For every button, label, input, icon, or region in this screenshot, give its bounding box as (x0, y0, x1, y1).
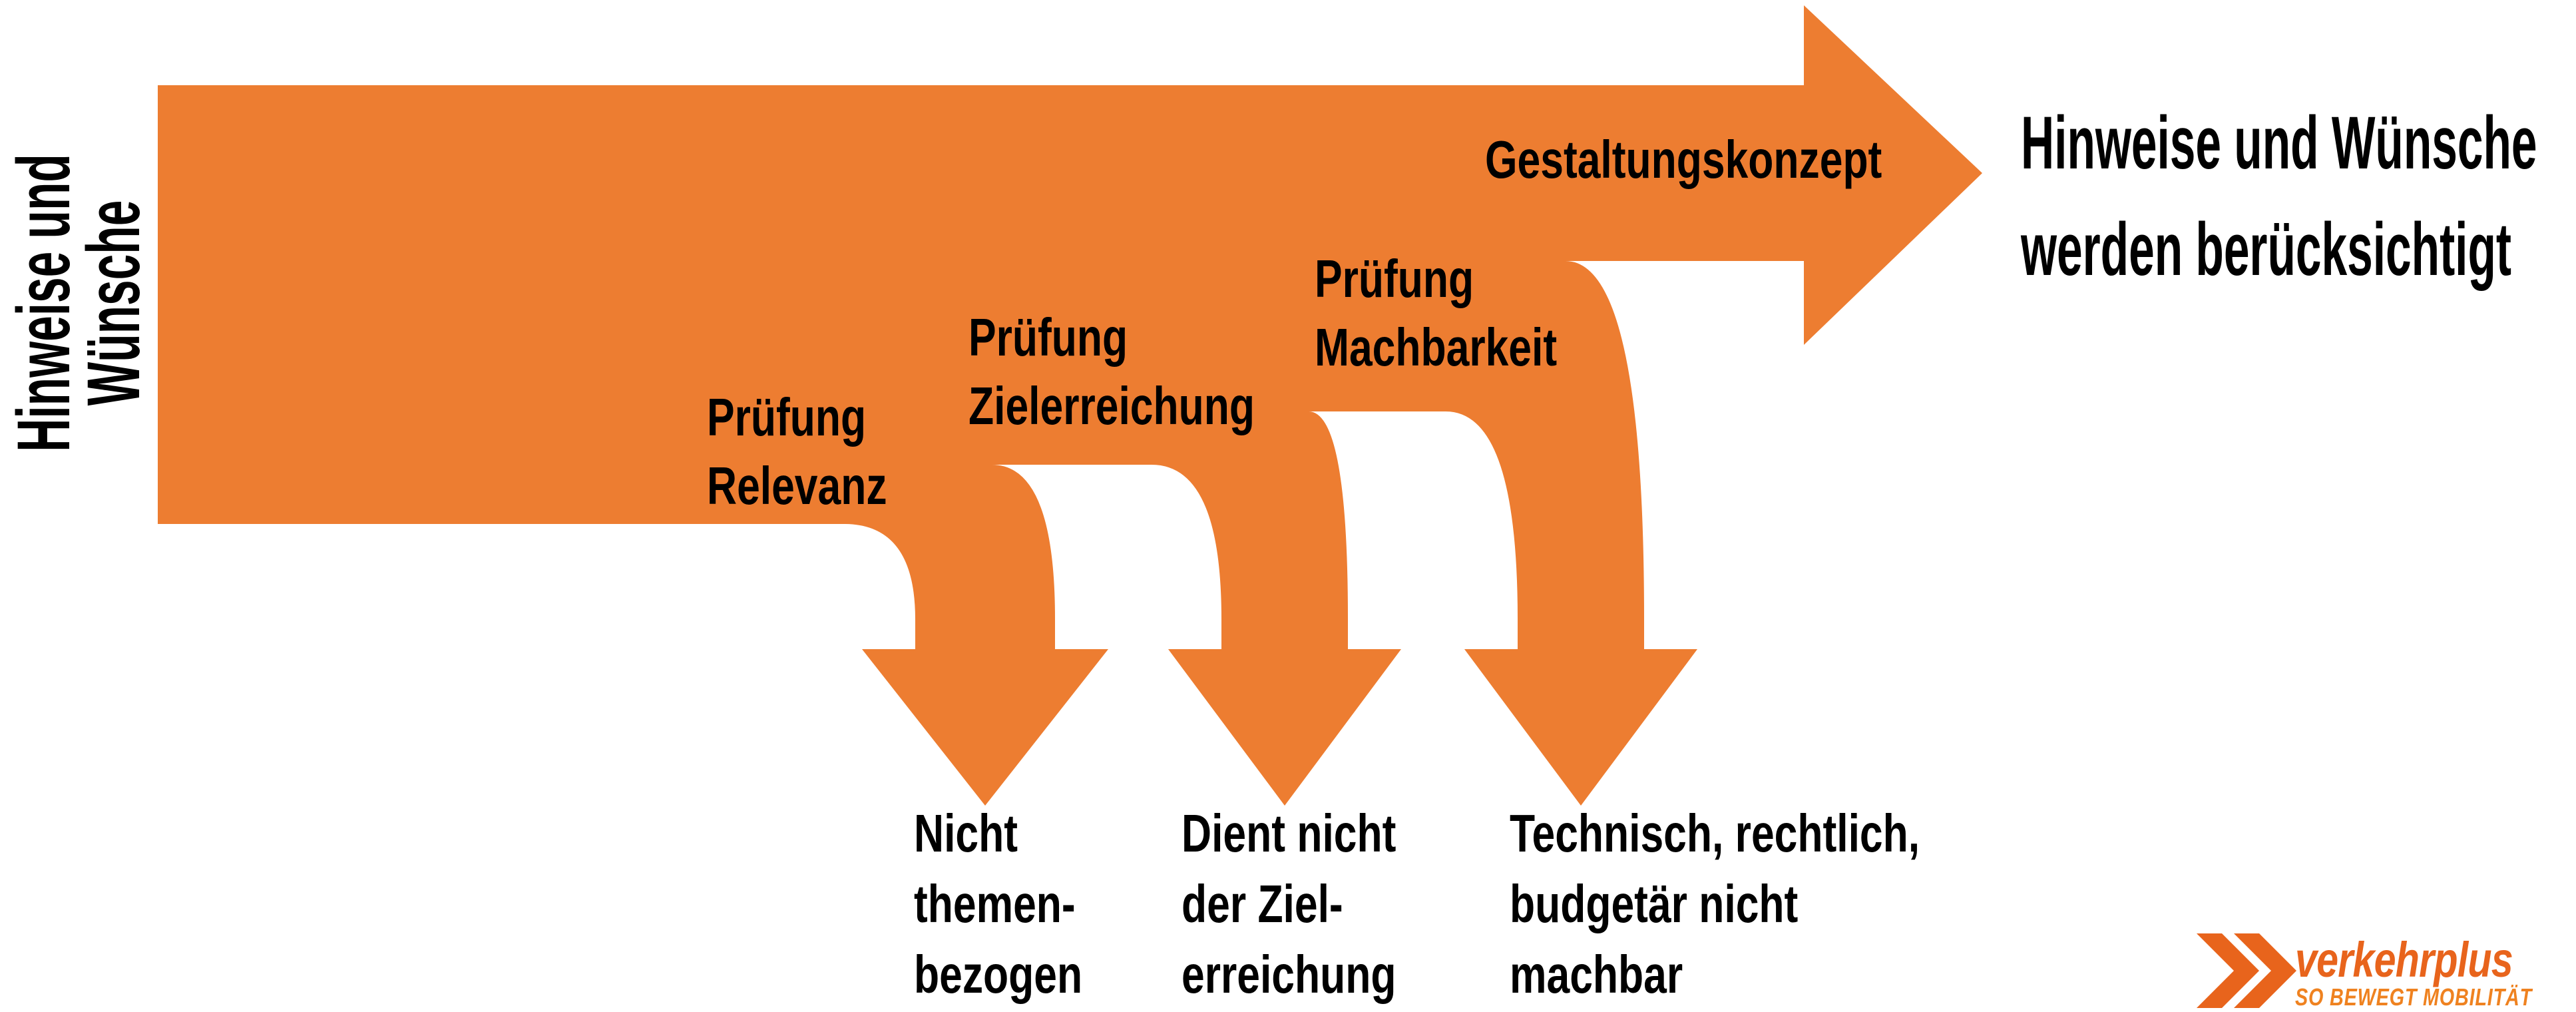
final-stage-label: Gestaltungskonzept (1485, 130, 1882, 189)
outcome-label: Hinweise und Wünsche werden berücksichti… (2021, 101, 2537, 291)
logo-wordmark: verkehrplus (2295, 932, 2513, 987)
stage-label-relevanz: Prüfung Relevanz (707, 387, 887, 515)
logo-chevron-icon (2234, 933, 2296, 1008)
stage-label-machbarkeit: Prüfung Machbarkeit (1315, 249, 1558, 377)
reject-label-2: Dient nicht der Ziel- erreichung (1181, 804, 1396, 1004)
logo-tagline: SO BEWEGT MOBILITÄT (2295, 983, 2532, 1011)
reject-label-3: Technisch, rechtlich, budgetär nicht mac… (1510, 804, 1920, 1004)
flow-shape (158, 5, 1982, 806)
logo-chevron-icon (2197, 933, 2259, 1008)
stage-label-zielerreichung: Prüfung Zielerreichung (968, 308, 1255, 435)
reject-label-1: Nicht themen- bezogen (914, 804, 1083, 1004)
